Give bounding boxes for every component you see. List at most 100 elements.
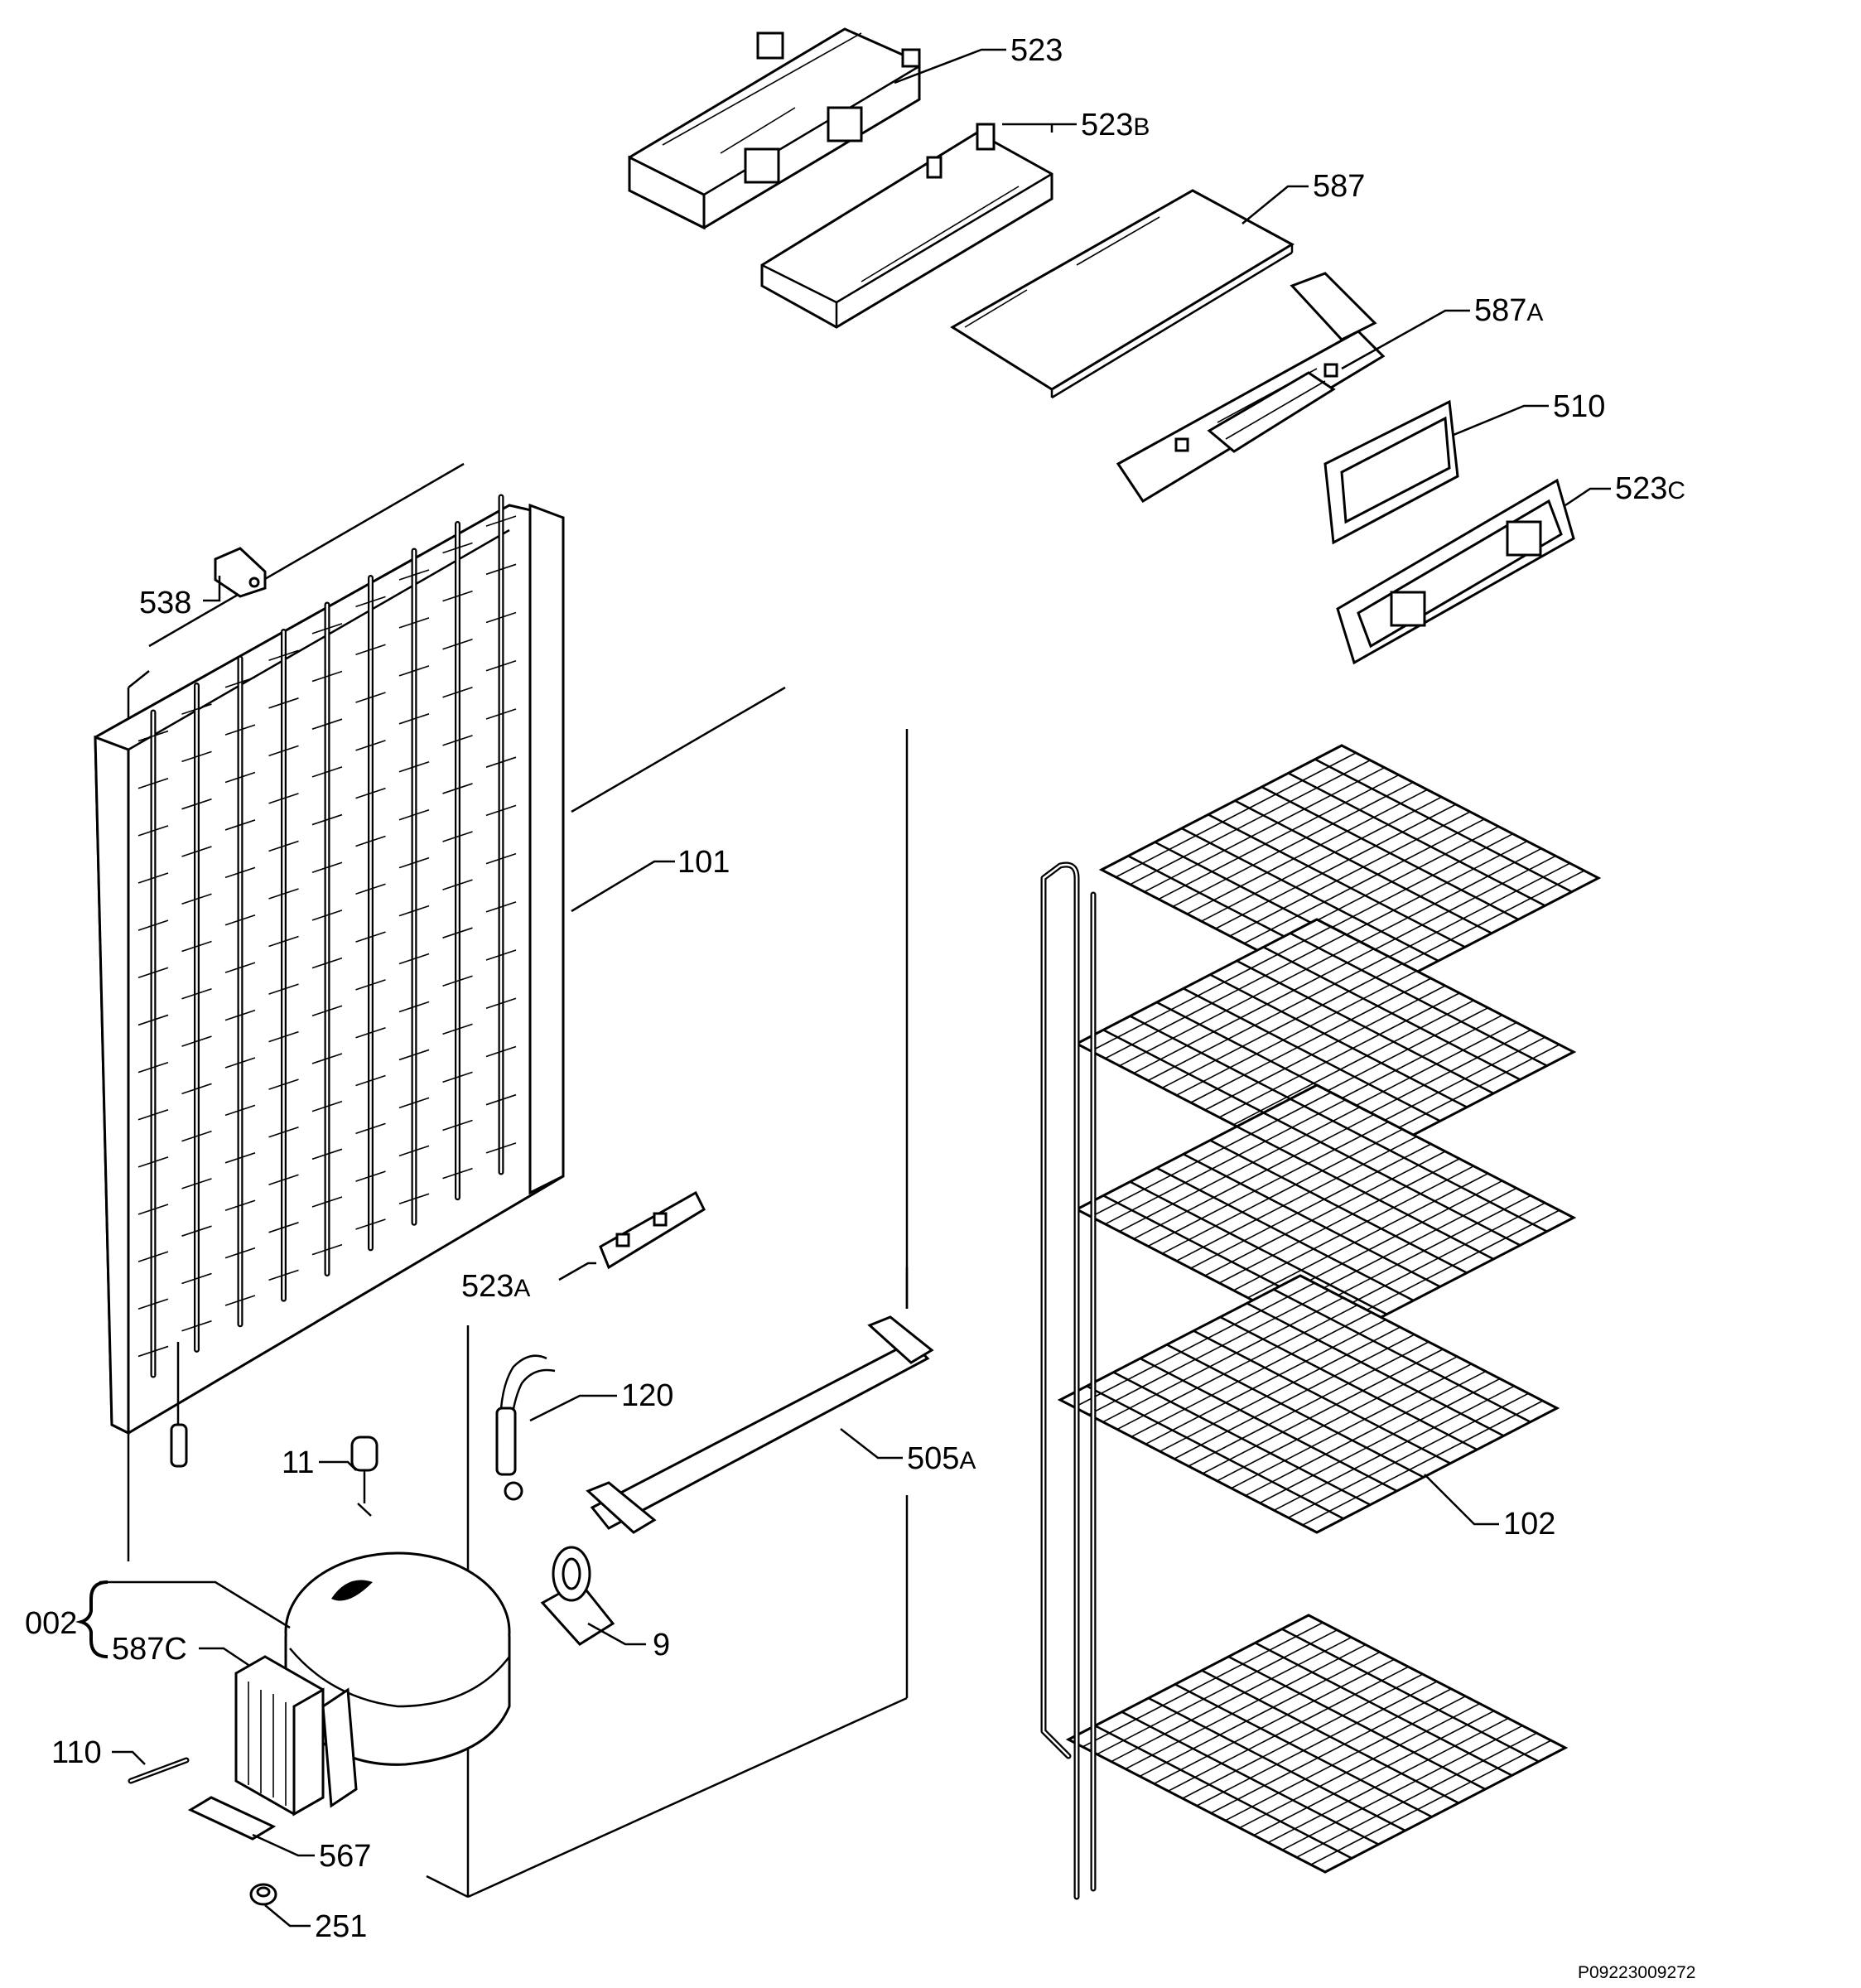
condenser-fin bbox=[268, 793, 299, 804]
rod-110 bbox=[128, 1757, 190, 1784]
evaporator-wire bbox=[1273, 1385, 1515, 1512]
condenser-fin bbox=[355, 644, 386, 655]
callout-101: 101 bbox=[677, 845, 730, 880]
callout-523b: 523B bbox=[1081, 108, 1150, 142]
condenser-fin bbox=[485, 949, 517, 961]
condenser-fin bbox=[485, 611, 517, 624]
callout-002: 002 bbox=[25, 1606, 77, 1641]
condenser-fin bbox=[311, 861, 343, 873]
condenser-fin bbox=[398, 569, 430, 581]
condenser-fin bbox=[268, 888, 299, 900]
condenser-fin bbox=[398, 617, 430, 629]
evaporator-wire bbox=[1281, 1725, 1523, 1851]
condenser-fin bbox=[355, 1218, 386, 1230]
evaporator-wire bbox=[1245, 1370, 1487, 1497]
condenser-fin bbox=[224, 1104, 256, 1117]
evaporator-wire bbox=[1172, 781, 1414, 908]
condenser-fin bbox=[398, 856, 430, 869]
evaporator-wire bbox=[1196, 1681, 1438, 1807]
condenser-fin bbox=[311, 1243, 343, 1256]
heatsink-587c bbox=[234, 1655, 358, 1817]
evaporator-wire bbox=[1116, 1304, 1358, 1431]
condenser-fin bbox=[137, 825, 169, 837]
evaporator-wire bbox=[1204, 1151, 1446, 1276]
condenser-fin bbox=[442, 542, 473, 554]
condenser-fin bbox=[485, 1093, 517, 1106]
condenser-fin bbox=[355, 787, 386, 799]
thermostat-11 bbox=[350, 1436, 378, 1517]
condenser-fin bbox=[137, 967, 169, 979]
panel-523c bbox=[1336, 478, 1575, 665]
callout-510: 510 bbox=[1553, 389, 1605, 424]
evaporator-wire bbox=[1161, 963, 1403, 1089]
condenser-fin bbox=[442, 590, 473, 602]
condenser-fin bbox=[355, 692, 386, 703]
condenser-fin bbox=[442, 638, 473, 650]
evaporator-wire bbox=[1267, 1717, 1509, 1844]
condenser-fin bbox=[268, 1078, 299, 1090]
condenser-fin bbox=[398, 713, 430, 725]
evaporator-wire bbox=[1073, 1282, 1315, 1408]
evaporator-wire bbox=[1239, 1702, 1481, 1829]
reference-code: P09223009272 bbox=[1578, 1963, 1695, 1982]
condenser-fin bbox=[181, 703, 212, 715]
condenser-fin bbox=[485, 515, 517, 527]
condenser-fin bbox=[442, 1023, 473, 1035]
interface-board-587a bbox=[1116, 272, 1386, 504]
condenser-fin bbox=[224, 1199, 256, 1211]
condenser-fin bbox=[137, 1204, 169, 1215]
condenser-fin bbox=[311, 910, 343, 921]
condenser-fin bbox=[268, 935, 299, 948]
condenser-101 bbox=[94, 494, 565, 1468]
condenser-fin bbox=[485, 1045, 517, 1058]
condenser-fin bbox=[181, 988, 212, 1000]
evaporator-wire bbox=[1201, 796, 1442, 922]
condenser-fin bbox=[268, 1174, 299, 1186]
evaporator-wire bbox=[1153, 1658, 1395, 1785]
condenser-fin bbox=[268, 1269, 299, 1281]
condenser-fin bbox=[355, 1026, 386, 1039]
tray-523b bbox=[760, 123, 1053, 329]
callout-587: 587 bbox=[1313, 169, 1365, 204]
condenser-fin bbox=[181, 940, 212, 953]
evaporator-wire bbox=[1158, 774, 1400, 900]
evaporator-wire bbox=[1218, 1158, 1460, 1284]
condenser-fin bbox=[224, 914, 256, 926]
condenser-fin bbox=[268, 840, 299, 852]
condenser-fin bbox=[355, 835, 386, 847]
condenser-fin bbox=[355, 596, 386, 608]
evaporator-wire bbox=[1174, 1334, 1415, 1460]
condenser-fin bbox=[355, 883, 386, 895]
condenser-fin bbox=[398, 1193, 430, 1205]
evaporator-wire bbox=[1119, 1106, 1361, 1233]
condenser-fin bbox=[224, 1152, 256, 1164]
evaporator-wire bbox=[1176, 970, 1417, 1096]
evaporator-wire bbox=[1082, 1622, 1323, 1748]
evaporator-wire bbox=[1160, 1326, 1401, 1452]
evaporator-wire bbox=[1147, 955, 1389, 1082]
condenser-fin bbox=[181, 846, 212, 857]
evaporator-wire bbox=[1204, 985, 1446, 1111]
condenser-fin bbox=[485, 756, 517, 768]
evaporator-wire bbox=[1233, 1000, 1474, 1126]
callout-9: 9 bbox=[653, 1628, 670, 1662]
condenser-fin bbox=[398, 1097, 430, 1109]
evaporator-wire bbox=[1186, 789, 1428, 915]
evaporator-wire bbox=[1231, 1363, 1473, 1489]
condenser-fin bbox=[268, 745, 299, 757]
condenser-fin bbox=[137, 919, 169, 931]
condenser-fin bbox=[137, 1014, 169, 1026]
evaporator-wire bbox=[1115, 752, 1357, 878]
condenser-fin bbox=[137, 1251, 169, 1262]
evaporator-wire bbox=[1147, 1121, 1389, 1247]
clip-538 bbox=[214, 547, 267, 598]
condenser-fin bbox=[485, 852, 517, 865]
evaporator-wire bbox=[1133, 948, 1375, 1074]
evaporator-wire bbox=[1182, 1673, 1424, 1799]
callout-523: 523 bbox=[1010, 33, 1063, 68]
evaporator-wire bbox=[1119, 940, 1361, 1067]
condenser-fin bbox=[442, 735, 473, 746]
condenser-fin bbox=[137, 872, 169, 884]
evaporator-wire bbox=[1288, 1392, 1529, 1518]
condenser-fin bbox=[311, 1005, 343, 1017]
